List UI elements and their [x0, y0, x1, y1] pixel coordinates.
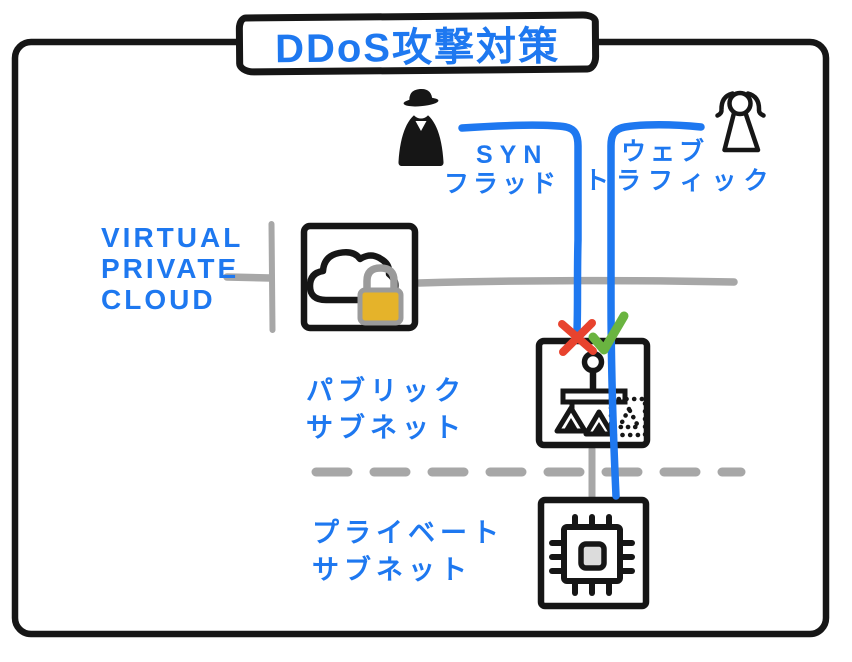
page-title: DDoS攻撃対策 — [274, 24, 561, 71]
web-traffic-label-line2: トラフィック — [584, 167, 776, 195]
load-balancer-scales-icon — [554, 350, 648, 438]
web-traffic-label-line1: ウェブ — [621, 138, 709, 166]
private-subnet-label-line2: サブネット — [312, 555, 472, 585]
load-balancer-box — [535, 337, 651, 449]
attacker-person-icon — [398, 88, 444, 166]
vpc-box — [300, 222, 419, 332]
syn-flood-label-line2: フラッド — [444, 170, 561, 198]
user-person-icon — [715, 90, 766, 153]
cpu-chip-icon — [549, 514, 635, 596]
diagram-title-box: DDoS攻撃対策 — [235, 11, 600, 76]
vpc-label: VIRTUAL PRIVATE CLOUD — [101, 222, 243, 315]
public-subnet-label-line2: サブネット — [306, 413, 466, 443]
vpc-label-line1: VIRTUAL — [101, 222, 244, 253]
vpc-label-line3: CLOUD — [101, 284, 216, 315]
cloud-lock-icon — [306, 249, 404, 326]
web-traffic-line — [607, 121, 705, 500]
red-x-mark-icon — [558, 319, 597, 356]
server-box — [537, 496, 650, 610]
green-check-mark-icon — [588, 311, 629, 355]
syn-flood-line — [458, 121, 582, 335]
vpc-label-line2: PRIVATE — [101, 253, 240, 284]
public-subnet-label-line1: パブリック — [306, 376, 466, 406]
private-subnet-label-line1: プライベート — [312, 518, 504, 548]
syn-flood-label-line1: SYN — [476, 141, 549, 169]
